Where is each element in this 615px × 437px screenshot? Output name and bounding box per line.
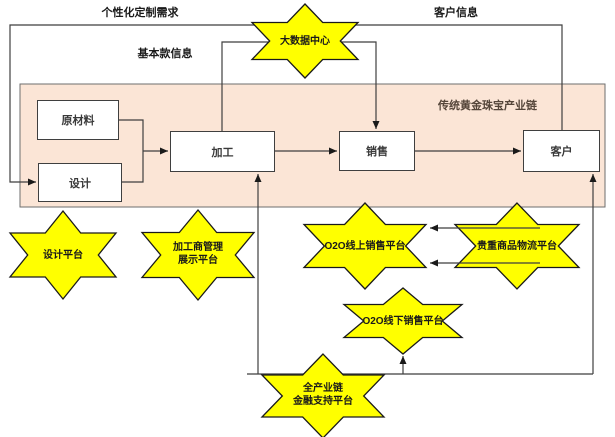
box-design: 设计 xyxy=(38,163,122,202)
star-label-processor-line2: 展示平台 xyxy=(178,255,218,266)
connector-customer-to-design-loop xyxy=(9,24,563,186)
star-label-processor-line1: 加工商管理 xyxy=(173,242,223,253)
star-o2o-offline-platform xyxy=(342,287,464,355)
star-big-data-center xyxy=(250,3,360,79)
label-basic-info: 基本款信息 xyxy=(137,47,193,60)
star-label-finance-line1: 全产业链 xyxy=(303,383,343,394)
star-label-o2o-offline: O2O线下销售平台 xyxy=(362,315,444,327)
star-label-finance-platform: 全产业链 金融支持平台 xyxy=(263,381,383,409)
label-personalized-demand: 个性化定制需求 xyxy=(101,6,179,19)
box-customer: 客户 xyxy=(523,130,600,172)
star-label-design-platform: 设计平台 xyxy=(43,249,83,261)
star-logistics-platform xyxy=(453,202,581,290)
box-sales: 销售 xyxy=(339,131,415,171)
label-customer-info: 客户信息 xyxy=(434,6,478,19)
label-industry-chain-title: 传统黄金珠宝产业链 xyxy=(438,100,537,112)
star-processor-management-platform xyxy=(140,208,256,302)
star-finance-support-platform xyxy=(260,353,386,437)
star-label-logistics: 贵重商品物流平台 xyxy=(477,240,557,252)
star-o2o-online-platform xyxy=(302,202,428,290)
star-label-o2o-online: O2O线上销售平台 xyxy=(324,240,406,252)
star-label-big-data-center: 大数据中心 xyxy=(280,35,330,47)
box-raw-material: 原材料 xyxy=(37,100,119,140)
star-label-finance-line2: 金融支持平台 xyxy=(293,396,353,407)
star-design-platform xyxy=(8,209,118,301)
star-label-processor-platform: 加工商管理 展示平台 xyxy=(143,240,253,268)
box-processing: 加工 xyxy=(170,131,275,172)
